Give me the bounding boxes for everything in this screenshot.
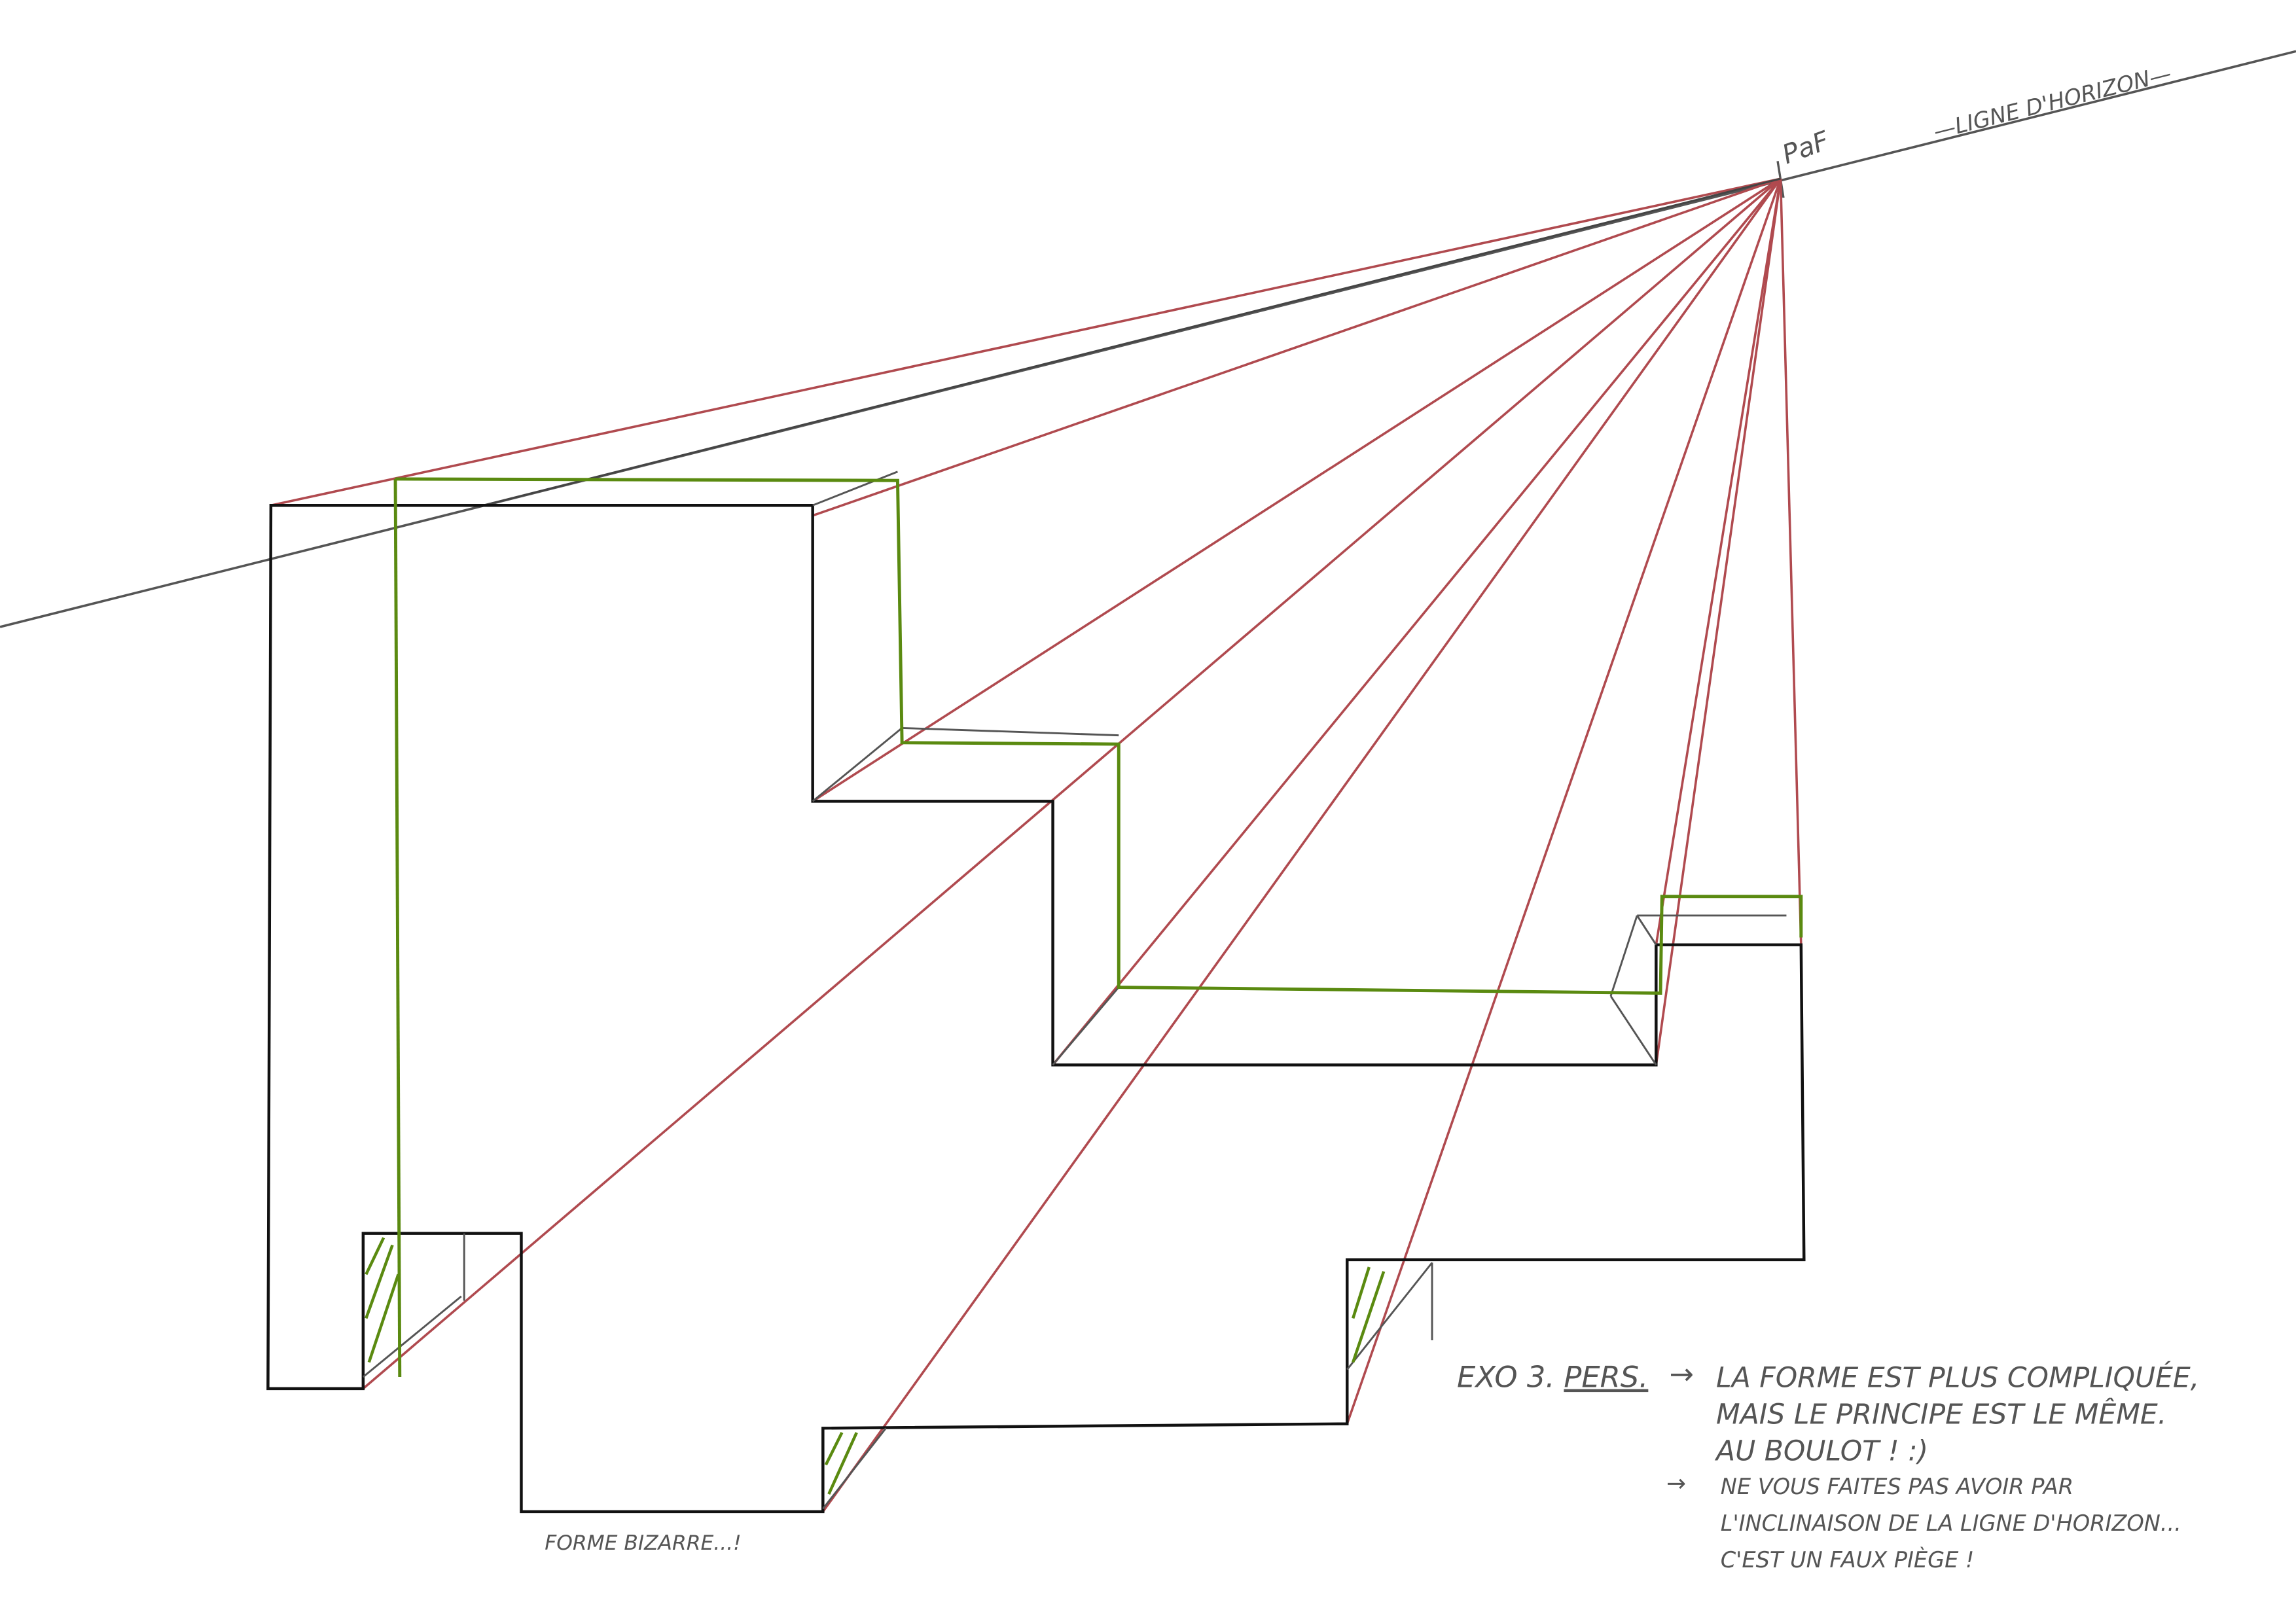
- vanishing-line: [812, 177, 1782, 802]
- note-line-2: MAIS LE PRINCIPE EST LE MÊME.: [1716, 1398, 2166, 1431]
- note-line-4: NE VOUS FAITES PAS AVOIR PAR: [1721, 1474, 2073, 1499]
- vanishing-line: [1346, 178, 1782, 1425]
- vanishing-line: [1052, 177, 1782, 1066]
- vanishing-line: [1655, 178, 1782, 945]
- vanishing-line: [1779, 179, 1803, 945]
- note-arrow-2: →: [1666, 1471, 1686, 1497]
- note-line-1: LA FORME EST PLUS COMPLIQUÉE,: [1716, 1361, 2199, 1395]
- vanishing-line: [270, 177, 1781, 507]
- horizon-label: —LIGNE D'HORIZON—: [1931, 60, 2174, 144]
- vanishing-line: [812, 177, 1782, 517]
- note-subject: PERS.: [1564, 1360, 1648, 1395]
- shape-caption: FORME BIZARRE...!: [545, 1531, 741, 1555]
- shape-front-outline: [266, 503, 1806, 1514]
- note-line-5: L'INCLINAISON DE LA LIGNE D'HORIZON...: [1721, 1510, 2181, 1536]
- back-vertical-edge: [393, 478, 402, 1377]
- hatching: [365, 1237, 1386, 1495]
- gray-construction-line: [482, 177, 1781, 507]
- vanishing-line: [1655, 178, 1782, 1065]
- note-line-3: AU BOULOT ! :): [1714, 1436, 1928, 1468]
- vanishing-line: [821, 178, 1782, 1512]
- back-edges: [395, 477, 1803, 995]
- vanishing-point-label: PaF: [1778, 126, 1833, 170]
- depth-edges: [362, 471, 1787, 1510]
- note-arrow: →: [1669, 1357, 1693, 1391]
- vanishing-line: [362, 177, 1782, 1390]
- note-title: EXO 3.: [1457, 1360, 1554, 1395]
- note-line-6: C'EST UN FAUX PIÈGE !: [1721, 1546, 1975, 1573]
- horizon-line: [0, 50, 2296, 628]
- exercise-note: EXO 3. PERS. → LA FORME EST PLUS COMPLIQ…: [1457, 1357, 2199, 1573]
- construction-lines: [270, 177, 1803, 1512]
